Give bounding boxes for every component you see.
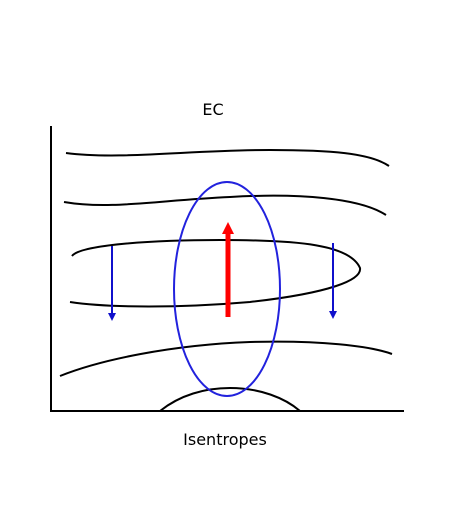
isentrope-line-1	[65, 148, 390, 167]
isentrope-dome	[159, 386, 301, 412]
x-axis-label: Isentropes	[183, 430, 267, 449]
circulation-ellipse	[173, 181, 281, 397]
isentrope-line-4	[59, 340, 393, 377]
diagram-title: EC	[202, 100, 223, 119]
isentrope-loop	[69, 238, 362, 308]
isentrope-line-2	[63, 194, 387, 216]
